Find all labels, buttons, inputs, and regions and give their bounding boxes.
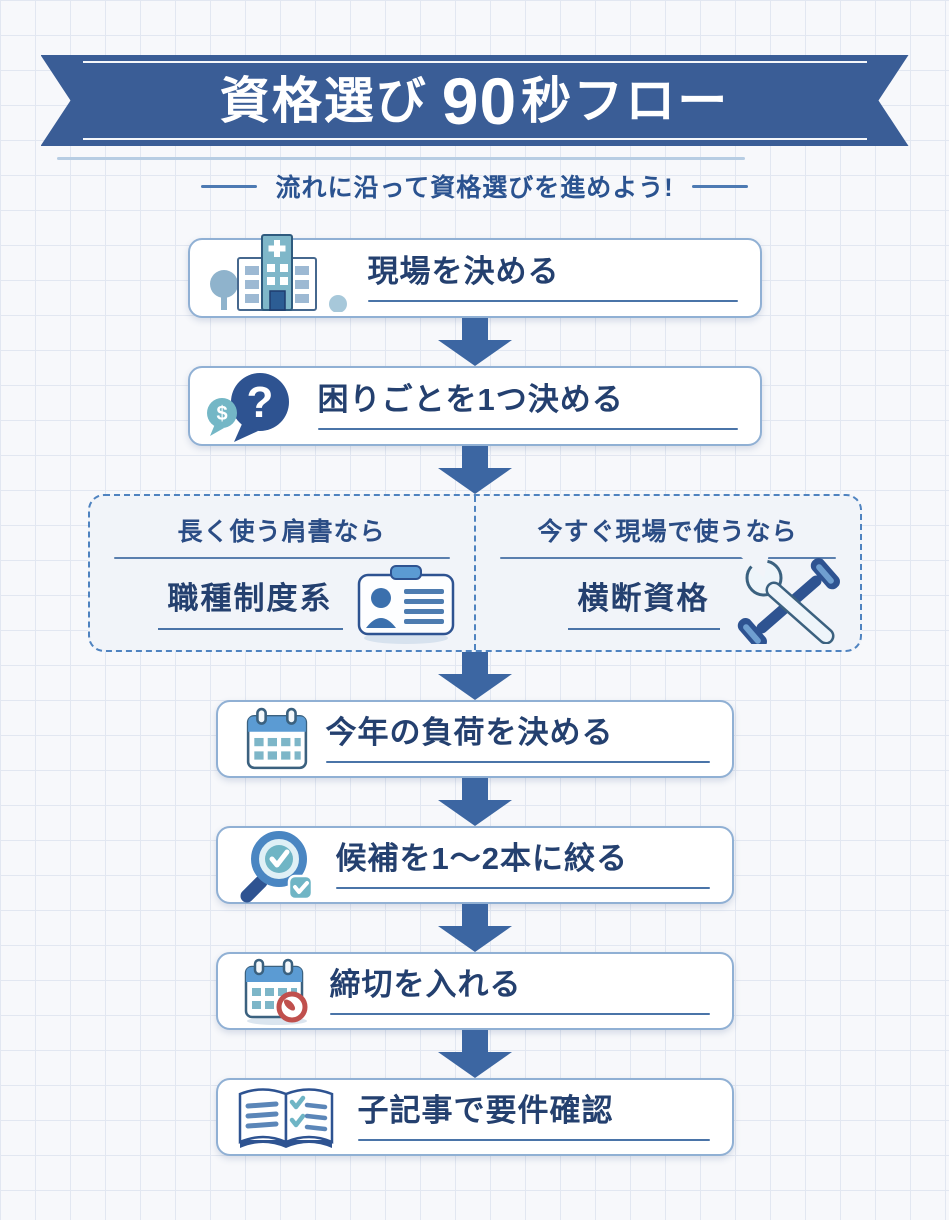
step-box-yearly-load: 今年の負荷を決める — [215, 700, 734, 778]
subtitle: 流れに沿って資格選びを進めよう! — [201, 168, 748, 204]
step-box-check-requirements: 子記事で要件確認 — [215, 1078, 734, 1156]
step-label: 子記事で要件確認 — [357, 1093, 614, 1129]
step-text: 子記事で要件確認 — [357, 1093, 710, 1141]
branch-right-rule — [499, 557, 836, 559]
ribbon-inner-line-top — [83, 61, 867, 63]
step-box-shortlist: 候補を1〜2本に絞る — [215, 826, 734, 904]
step-label: 今年の負荷を決める — [325, 715, 614, 751]
step-label: 現場を決める — [367, 254, 560, 290]
magnifier-check-icon — [236, 826, 320, 904]
branch-box: 長く使う肩書なら 職種制度系 今すぐ現 — [87, 494, 862, 652]
flow-arrow-down — [437, 904, 512, 952]
ribbon-shadow-line — [57, 157, 745, 160]
id-card-icon — [352, 558, 460, 644]
step-text: 候補を1〜2本に絞る — [335, 841, 710, 889]
flow-arrow-down — [437, 778, 512, 826]
step-label: 締切を入れる — [329, 967, 522, 1003]
step-text: 締切を入れる — [329, 967, 710, 1015]
page-title: 資格選び 90 秒フロー — [220, 68, 729, 134]
branch-left: 長く使う肩書なら 職種制度系 — [90, 496, 474, 650]
branch-left-result: 職種制度系 — [157, 571, 343, 630]
open-book-icon — [230, 1080, 342, 1154]
flow-arrow-down — [437, 318, 512, 366]
branch-right-condition: 今すぐ現場で使うなら — [537, 518, 798, 546]
ribbon-inner-line-bottom — [83, 138, 867, 140]
subtitle-rule-left — [201, 184, 258, 188]
step-label: 困りごとを1つ決める — [317, 382, 624, 418]
step-underline — [329, 1012, 710, 1015]
branch-right-result-row: 横断資格 — [490, 571, 846, 630]
branch-left-rule — [113, 557, 450, 559]
step-box-decide-site: 現場を決める — [187, 234, 762, 318]
page-title-right: 秒フロー — [521, 72, 730, 129]
svg-text:?: ? — [246, 378, 273, 427]
svg-text:$: $ — [216, 403, 227, 425]
branch-right-result: 横断資格 — [567, 571, 720, 630]
step-box-deadline: 締切を入れる — [215, 952, 734, 1030]
title-banner: 資格選び 90 秒フロー — [41, 55, 909, 146]
page-title-left: 資格選び — [219, 72, 428, 129]
flow-arrow-down — [437, 446, 512, 494]
step-text: 困りごとを1つ決める — [317, 382, 738, 430]
step-underline — [357, 1138, 710, 1141]
step-text: 現場を決める — [367, 254, 738, 302]
flow-arrow-down — [437, 1030, 512, 1078]
branch-left-condition: 長く使う肩書なら — [177, 518, 386, 546]
calendar-icon — [244, 706, 310, 772]
branch-left-result-row: 職種制度系 — [104, 571, 460, 630]
step-text: 今年の負荷を決める — [325, 715, 710, 763]
question-bubbles-icon: ? $ — [202, 368, 302, 444]
branch-right: 今すぐ現場で使うなら 横断資格 — [476, 496, 860, 650]
flow-arrow-down — [437, 652, 512, 700]
page-title-number: 90 — [441, 63, 518, 138]
step-underline — [335, 886, 710, 889]
subtitle-rule-right — [691, 184, 748, 188]
hospital-icon — [202, 230, 352, 312]
subtitle-text: 流れに沿って資格選びを進めよう! — [275, 174, 674, 202]
calendar-deadline-icon — [240, 955, 314, 1027]
step-underline — [367, 299, 738, 302]
branch-divider — [473, 496, 476, 650]
step-box-pick-problem: ? $ 困りごとを1つ決める — [187, 366, 762, 446]
crossed-tools-icon — [728, 548, 846, 644]
step-underline — [325, 760, 710, 763]
step-underline — [317, 427, 738, 430]
step-label: 候補を1〜2本に絞る — [335, 841, 628, 877]
